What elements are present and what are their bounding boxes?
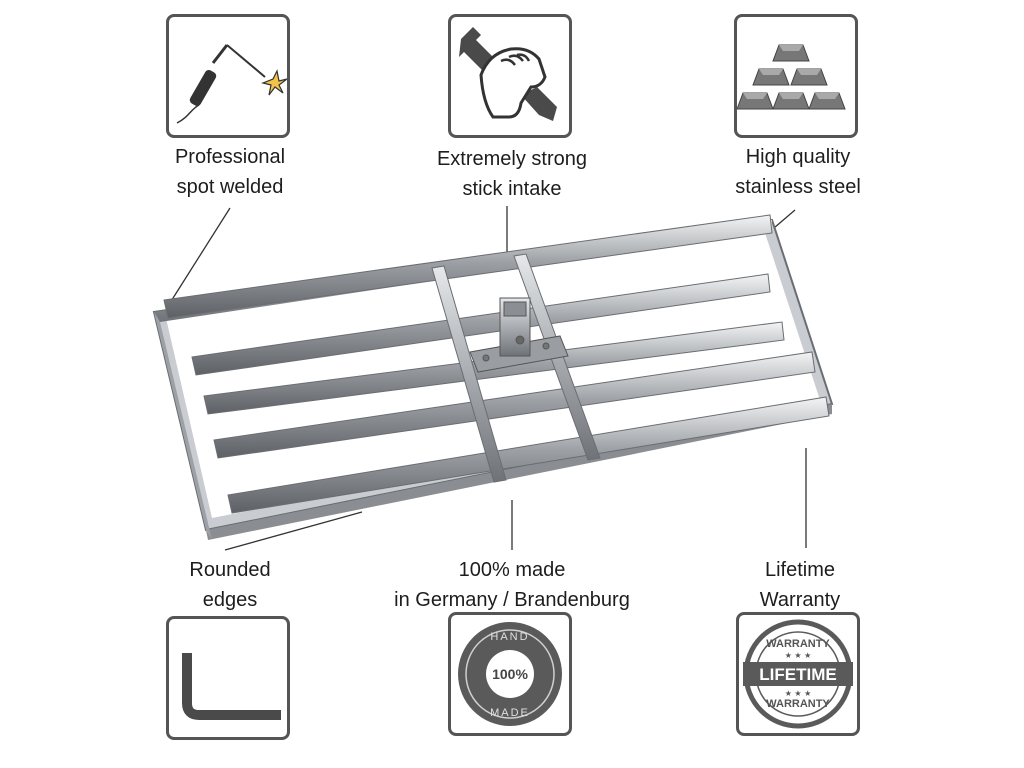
caption-stick-intake: Extremely strong stick intake (382, 144, 642, 204)
caption-lifetime-warranty: Lifetime Warranty (670, 555, 930, 615)
star-icon: ★ ★ ★ (785, 651, 812, 660)
caption-made-in-germany: 100% made in Germany / Brandenburg (382, 555, 642, 615)
hand-made-badge-icon: HAND 100% MADE (448, 612, 572, 736)
badge-top-text: HAND (490, 631, 529, 643)
caption-line: stick intake (462, 178, 562, 200)
caption-rounded-edges: Rounded edges (100, 555, 360, 615)
fist-wrench-icon (448, 14, 572, 138)
caption-line: Professional (174, 146, 286, 168)
stick-intake (482, 297, 550, 362)
caption-line: 100% made (458, 559, 566, 581)
caption-stainless-steel: High quality stainless steel (668, 142, 928, 202)
welding-torch-icon (166, 14, 290, 138)
rounded-corner-icon (166, 616, 290, 740)
caption-line: High quality (745, 146, 851, 168)
lifetime-warranty-badge-icon: WARRANTY LIFETIME WARRANTY ★ ★ ★ ★ ★ ★ (736, 612, 860, 736)
badge-bottom-text: MADE (490, 707, 530, 719)
badge-center-text: 100% (492, 666, 528, 682)
caption-line: in Germany / Brandenburg (394, 589, 630, 611)
metal-bars-icon (734, 14, 858, 138)
badge-top-text: WARRANTY (766, 638, 830, 650)
caption-line: Rounded (189, 559, 271, 581)
caption-line: spot welded (176, 176, 284, 198)
pointer-lines (167, 206, 807, 551)
caption-line: Warranty (759, 589, 841, 611)
caption-line: stainless steel (735, 176, 861, 198)
caption-line: Extremely strong (436, 148, 588, 170)
caption-spot-welded: Professional spot welded (100, 142, 360, 202)
star-icon: ★ ★ ★ (785, 689, 812, 698)
badge-center-text: LIFETIME (759, 665, 836, 684)
badge-bottom-text: WARRANTY (766, 698, 830, 710)
caption-line: Lifetime (764, 559, 836, 581)
caption-line: edges (202, 589, 258, 611)
